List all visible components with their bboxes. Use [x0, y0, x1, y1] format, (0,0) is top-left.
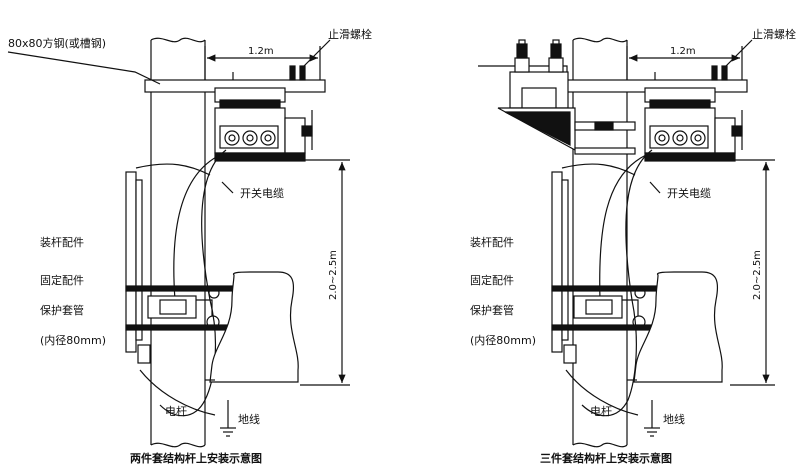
left-anti-slip-bolt-label: 止滑螺栓	[328, 27, 372, 41]
right-caption: 三件套结构杆上安装示意图	[540, 451, 672, 465]
left-caption: 两件套结构杆上安装示意图	[130, 451, 262, 465]
left-fixing-fitting-label: 固定配件	[40, 273, 84, 287]
right-width-dimension	[626, 46, 743, 80]
left-pole-label: 电杆	[165, 404, 187, 418]
left-steel-label: 80x80方钢(或槽钢)	[8, 36, 106, 50]
right-switch-cable-label: 开关电缆	[667, 186, 711, 200]
right-protect-sleeve-label: 保护套管	[470, 303, 514, 317]
left-guard	[209, 271, 299, 383]
right-pole-label: 电杆	[590, 404, 612, 418]
right-width-label: 1.2m	[670, 46, 696, 57]
left-switch-cable-label: 开关电缆	[240, 186, 284, 200]
left-pole	[150, 37, 206, 448]
left-ground-symbol	[220, 400, 236, 437]
left-switch-cable-leader	[221, 181, 234, 194]
right-switch-box	[644, 87, 743, 162]
left-pole-fitting-label: 装杆配件	[40, 235, 84, 249]
right-switch-cable-leader	[649, 181, 661, 194]
right-height-dimension	[730, 159, 775, 386]
right-anti-slip-bolt-label: 止滑螺栓	[752, 27, 796, 41]
left-switch-box	[214, 87, 313, 162]
right-height-label: 2.0~2.5m	[752, 250, 763, 300]
right-ground-label: 地线	[663, 412, 685, 426]
left-protect-sleeve-label: 保护套管	[40, 303, 84, 317]
left-width-dimension	[204, 46, 321, 80]
left-cable	[159, 149, 227, 417]
left-height-label: 2.0~2.5m	[328, 250, 339, 300]
right-inner-diameter-label: (内径80mm)	[470, 333, 536, 347]
right-bolt-leader	[721, 39, 753, 71]
right-fixing-fitting-label: 固定配件	[470, 273, 514, 287]
right-ground-symbol	[644, 400, 660, 437]
right-cable	[581, 149, 653, 417]
left-steel-leader	[7, 51, 161, 85]
right-guard	[633, 271, 723, 383]
left-diagram	[7, 37, 350, 448]
left-bolt-leader	[299, 39, 331, 71]
right-diagram	[478, 37, 775, 448]
left-height-dimension	[300, 159, 350, 386]
left-inner-diameter-label: (内径80mm)	[40, 333, 106, 347]
right-pole-fitting-label: 装杆配件	[470, 235, 514, 249]
right-transformer	[497, 39, 636, 155]
left-ground-label: 地线	[238, 412, 260, 426]
left-pole-fitting	[125, 163, 237, 364]
right-pole-fitting	[551, 163, 663, 364]
left-width-label: 1.2m	[248, 46, 274, 57]
